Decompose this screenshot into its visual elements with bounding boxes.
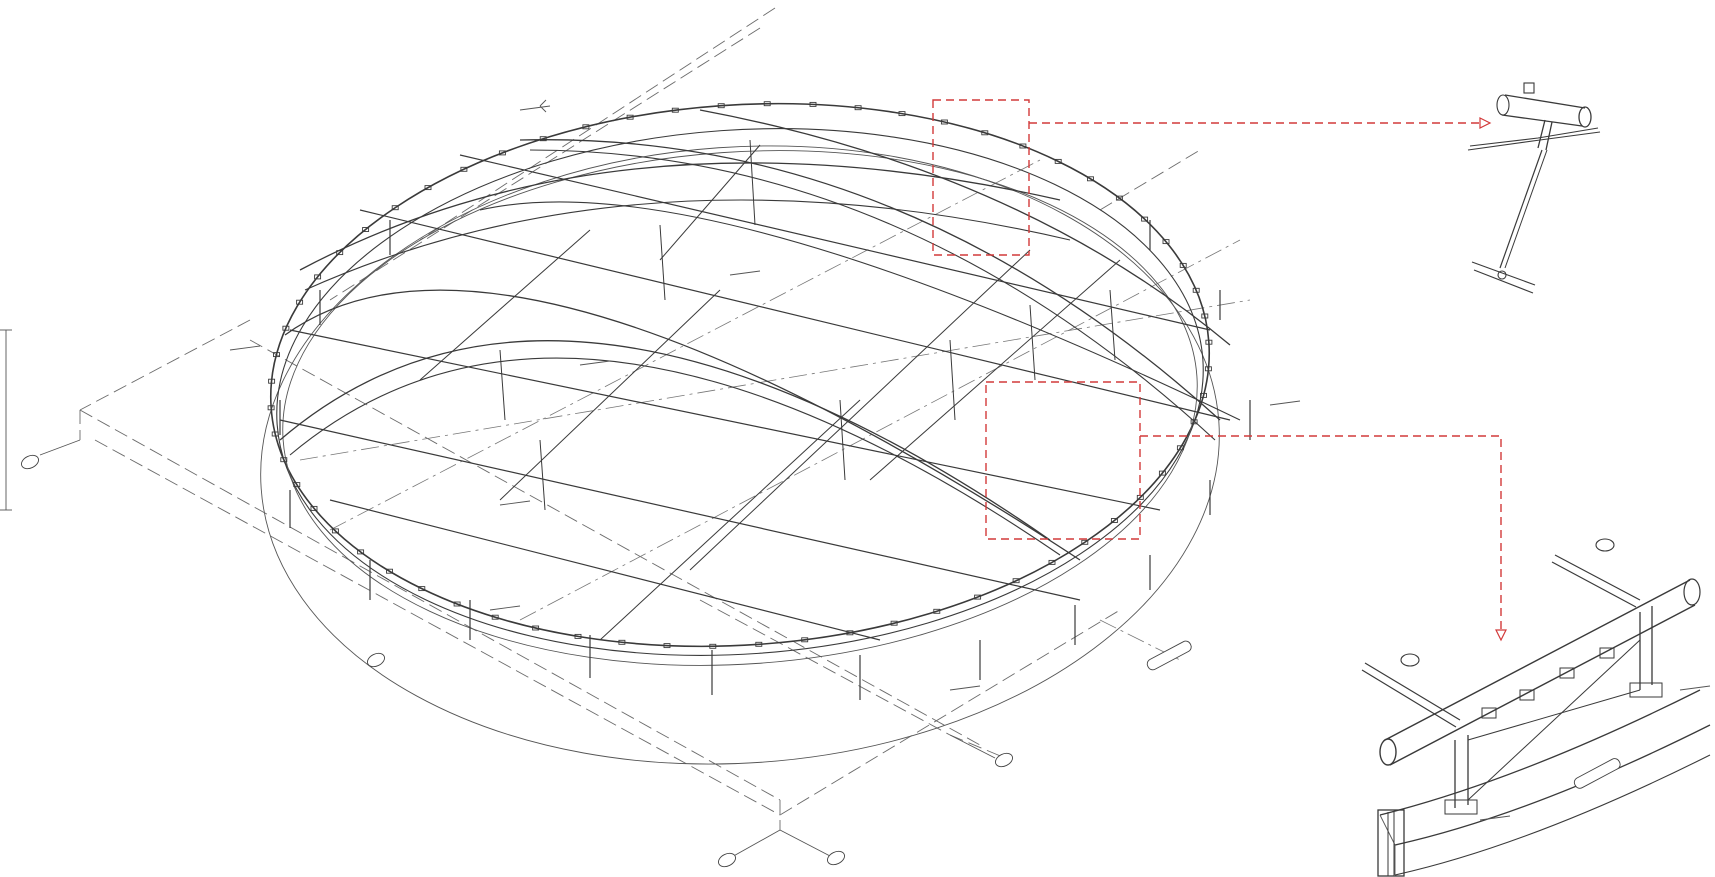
ring-clip xyxy=(1115,195,1123,201)
ring-clip xyxy=(582,124,590,130)
ring-clip xyxy=(296,299,304,305)
ring-clip xyxy=(267,405,275,411)
ring-clip xyxy=(280,457,288,463)
ring-clip xyxy=(273,352,280,358)
detail-tee-connection xyxy=(1467,82,1601,294)
ring-clip xyxy=(1162,239,1170,245)
ring-clip xyxy=(271,431,279,437)
ring-clip xyxy=(336,250,344,256)
reference-grid-lines xyxy=(0,7,1251,859)
ring-clip xyxy=(981,130,989,136)
ring-clip xyxy=(1200,392,1207,398)
ring-clip xyxy=(1158,470,1166,476)
ring-clip xyxy=(391,205,399,211)
ring-clip xyxy=(310,505,318,511)
ring-clip xyxy=(1190,419,1198,425)
ring-clip xyxy=(460,166,468,172)
ring-clip xyxy=(532,625,540,631)
ring-clip xyxy=(268,378,276,384)
detail-center-tag xyxy=(1573,758,1621,789)
ring-clip xyxy=(362,227,370,232)
ring-clip xyxy=(626,114,634,120)
ring-clip xyxy=(574,633,582,639)
ring-clip xyxy=(386,568,393,574)
dome-frame xyxy=(229,99,1301,700)
ring-clip xyxy=(1081,539,1089,545)
ring-clip xyxy=(453,601,461,607)
ring-clip xyxy=(357,549,365,555)
ring-clip xyxy=(498,150,506,156)
ring-clip xyxy=(418,586,426,592)
ring-clip xyxy=(1205,339,1213,345)
ring-clip xyxy=(846,630,854,636)
grid-bubble-top-left xyxy=(21,454,39,470)
ring-clip xyxy=(539,136,547,142)
ring-clip xyxy=(331,528,339,534)
ring-clip xyxy=(1176,445,1184,451)
ring-clip xyxy=(618,639,626,645)
grid-bubble-bottom-a xyxy=(718,852,736,868)
grid-bubble-right-e xyxy=(995,752,1013,768)
ring-clip xyxy=(1012,578,1020,584)
grid-bubble-front-c xyxy=(367,652,385,668)
ring-clip xyxy=(1204,366,1212,372)
ring-clip xyxy=(709,643,717,649)
ring-clip xyxy=(1048,559,1056,565)
ring-clip xyxy=(854,105,862,111)
ring-clip xyxy=(1192,287,1200,293)
ring-clip xyxy=(491,614,499,620)
grid-bubble-bottom-b xyxy=(827,850,845,866)
ring-clip xyxy=(282,325,290,331)
ring-clip xyxy=(1141,216,1149,222)
ring-clip xyxy=(1110,518,1118,523)
ring-clip xyxy=(809,101,817,107)
ring-clip xyxy=(898,111,906,117)
ring-clip xyxy=(940,119,948,125)
main-center-tag xyxy=(1146,640,1192,671)
ring-clip xyxy=(763,101,771,107)
ring-clip xyxy=(293,482,301,488)
detail-post-connection xyxy=(1361,538,1711,877)
ring-clip xyxy=(1054,158,1062,164)
ring-clip xyxy=(1019,143,1027,149)
ring-clip xyxy=(671,107,679,113)
ring-clip xyxy=(424,185,432,191)
ring-clip xyxy=(974,594,982,600)
ring-clip xyxy=(663,643,671,649)
ring-clip xyxy=(1201,313,1209,319)
detail-callouts xyxy=(932,99,1507,642)
ring-clip xyxy=(755,641,763,647)
ring-clip xyxy=(314,274,322,280)
ring-clip xyxy=(933,608,941,614)
ring-clip xyxy=(1179,262,1187,268)
ring-clip xyxy=(1087,176,1094,182)
ring-clip xyxy=(890,620,898,626)
ring-clip xyxy=(801,637,809,643)
ring-clip xyxy=(717,103,725,109)
tank-outline xyxy=(260,145,1220,765)
